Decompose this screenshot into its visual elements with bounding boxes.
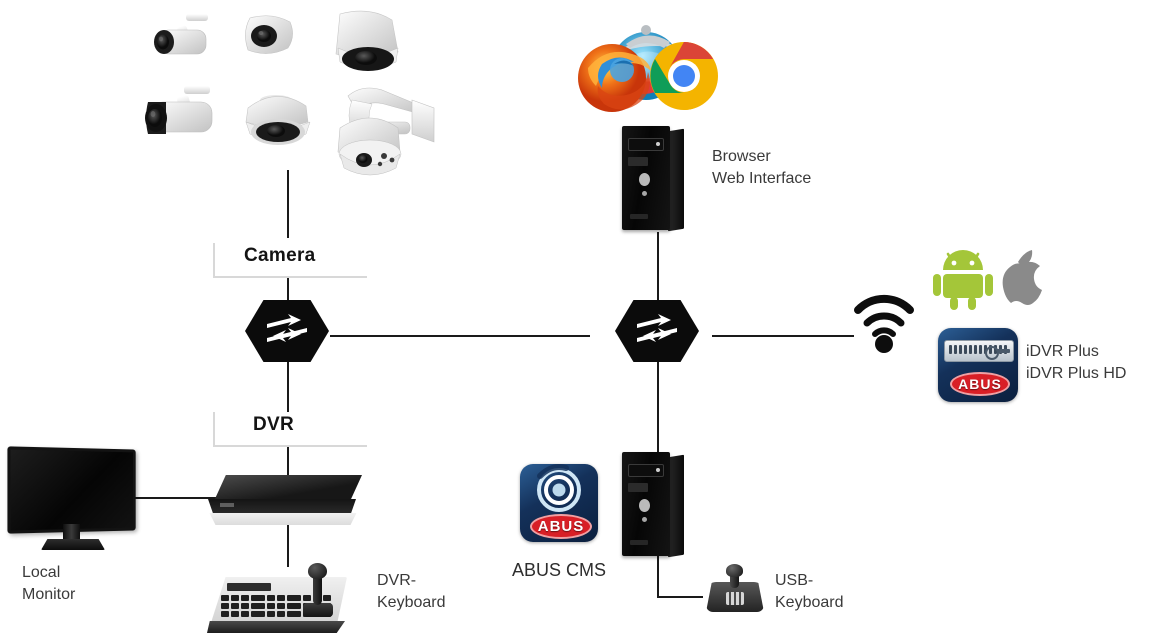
wifi-icon [854,294,914,353]
dvr-keyboard-joystick[interactable] [308,563,327,605]
cms-pc-side-panel [668,454,684,558]
bullet-camera-2 [145,86,213,134]
monitor-screen [7,446,136,534]
browser-pc-label: Browser Web Interface [712,148,812,187]
switch-left[interactable] [245,300,329,362]
browser-pc[interactable] [622,126,684,232]
link-monitor-to-dvr [130,497,222,499]
idvr-plus-abus-logo: ABUS [950,372,1010,396]
monitor-base [41,539,105,550]
browser-pc-optical-drive [628,138,664,151]
switch-arrows-icon [267,314,307,342]
browser-logos-illustration [578,25,718,112]
ptz-speed-dome-camera [337,87,435,176]
cms-pc-status-led [642,517,647,522]
browser-logos-group [568,24,718,124]
browser-pc-status-led [642,191,647,196]
dvr-top-panel [214,475,362,501]
wifi-link [854,292,914,354]
usb-keyboard-keypad[interactable] [726,592,744,605]
camera-group-illustration [145,10,435,176]
idvr-plus-label: iDVR Plus iDVR Plus HD [1026,343,1127,382]
dome-camera-1 [335,10,399,71]
usb-keyboard-joystick-knob[interactable] [726,564,743,577]
browser-pc-badge [628,157,648,166]
cms-pc-foot [630,540,648,545]
usb-keyboard-joystick-stalk [730,566,739,588]
abus-cms-abus-logo: ABUS [530,514,592,539]
dvr-front-panel [208,499,356,516]
cms-pc-front-panel [622,452,670,556]
android-robot-icon [933,250,993,310]
firefox-browser-icon [578,44,652,112]
apple-logo-icon [1002,250,1042,305]
abus-cms-lens-icon [537,464,581,512]
dvr-keyboard-label: DVR- Keyboard [377,572,446,611]
dvr-tag-bracket [213,412,367,447]
cms-pc-optical-drive [628,464,664,477]
link-cms-pc-to-usb-keyboard-horizontal [657,596,703,598]
chrome-browser-icon [650,42,718,110]
local-monitor-label: Local Monitor [22,564,76,603]
switch-left-body [245,300,329,362]
dvr-logo [220,503,234,507]
cms-pc-badge [628,483,648,492]
browser-pc-front-panel [622,126,670,230]
link-switch-left-to-dvr-tag [287,360,289,412]
switch-right-body [615,300,699,362]
link-switch-right-to-cms-pc [657,362,659,452]
browser-pc-foot [630,214,648,219]
abus-cms-label: ABUS CMS [512,560,607,580]
idvr-plus-device-dial [985,346,999,360]
mobile-platform-logos-illustration [933,250,1042,310]
link-cameras-to-camera-tag [287,170,289,238]
turret-camera-1 [245,15,293,54]
dvr-keyboard-keys-block-2[interactable] [257,595,295,617]
cms-pc[interactable] [622,452,684,558]
idvr-plus-app-icon[interactable]: ABUS [938,328,1018,402]
dvr-keyboard-function-strip [227,583,271,591]
dvr-keyboard-joystick-base [303,603,333,617]
idvr-plus-device-graphic [944,340,1014,362]
dome-camera-2 [245,95,311,145]
link-cms-pc-to-usb-keyboard-vertical [657,556,659,598]
bullet-camera-1 [154,14,208,55]
dvr-keyboard-edge [207,621,345,633]
dvr-keyboard-keys-block-1[interactable] [221,595,259,617]
dvr-recorder[interactable] [208,475,366,527]
dvr-tag-label: DVR [253,414,295,435]
abus-cms-app-icon[interactable]: ABUS [520,464,598,542]
dvr-keyboard[interactable] [205,563,355,637]
monitor-neck [63,524,80,542]
link-camera-tag-to-switch-left [287,278,289,304]
local-monitor[interactable] [7,446,140,556]
dvr-base [209,513,357,525]
link-browser-pc-to-switch-right [657,232,659,304]
cms-pc-power-button[interactable] [639,499,650,512]
idvr-plus-device-bar [997,349,1010,353]
switch-right[interactable] [615,300,699,362]
usb-keyboard[interactable] [706,564,764,616]
browser-pc-power-button[interactable] [639,173,650,186]
browser-pc-side-panel [668,128,684,232]
switch-arrows-icon [637,314,677,342]
link-dvr-to-dvr-keyboard [287,525,289,567]
link-dvr-tag-to-dvr [287,447,289,477]
mobile-platform-logos [930,248,1046,310]
usb-keyboard-label: USB- Keyboard [775,572,844,611]
link-switch-right-to-wifi [712,335,854,337]
camera-tag-label: Camera [244,245,316,266]
camera-tag-bracket [213,243,367,278]
link-switch-left-to-switch-right [330,335,590,337]
camera-group [140,4,440,184]
